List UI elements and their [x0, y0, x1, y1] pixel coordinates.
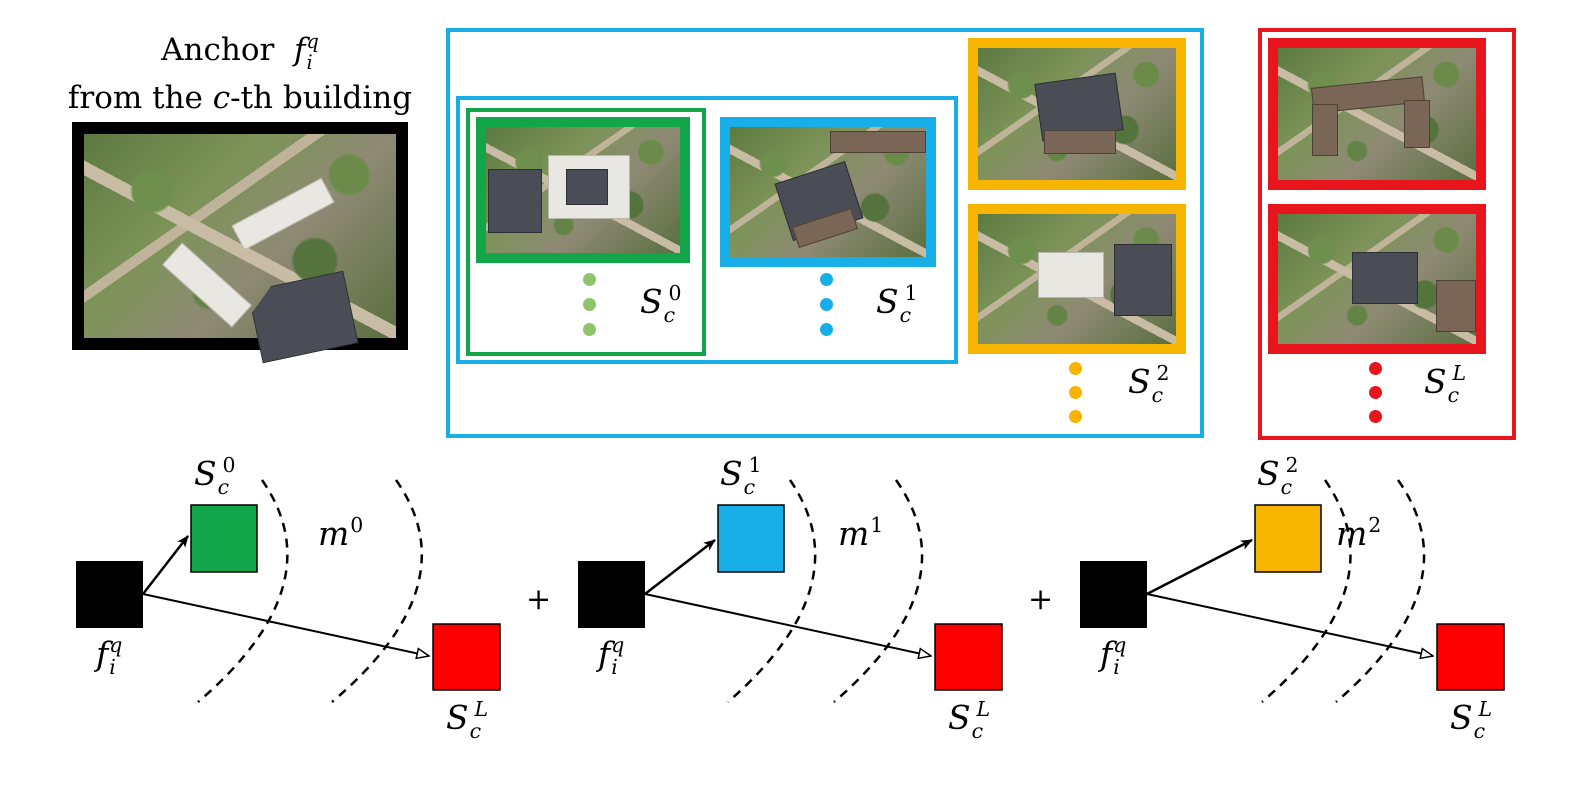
image-sL-b — [1268, 204, 1486, 354]
margin-arc-inner — [197, 479, 289, 703]
margin-arc-outer — [833, 479, 924, 703]
diagram-3 — [1080, 479, 1505, 703]
ellipsis-dot — [583, 323, 596, 336]
ellipsis-dot — [820, 298, 833, 311]
ellipsis-dot — [820, 273, 833, 286]
label-s0-bottom: Sc0 — [194, 452, 236, 500]
image-sL-a — [1268, 38, 1486, 190]
ellipsis-dot — [583, 273, 596, 286]
label-s0-top: Sc0 — [640, 280, 682, 328]
diagram-1 — [76, 479, 501, 703]
image-s2-b — [968, 204, 1186, 354]
arrow-to-positive — [142, 535, 189, 595]
arrow-to-positive — [644, 539, 716, 595]
margin-arc-outer — [1335, 479, 1426, 703]
image-s1 — [720, 117, 936, 267]
positive-square — [1254, 504, 1322, 573]
arrow-to-negative — [1146, 593, 1433, 656]
arrow-to-negative — [142, 593, 429, 656]
label-s2-top: Sc2 — [1128, 360, 1170, 408]
label-m2: m2 — [1336, 512, 1382, 553]
anchor-square — [578, 561, 645, 628]
label-sL-top: ScL — [1424, 360, 1467, 408]
negative-square — [934, 623, 1003, 691]
positive-square — [717, 504, 785, 573]
label-sL-bottom-3: ScL — [1450, 696, 1493, 744]
margin-arc-outer — [331, 479, 424, 703]
anchor-caption-line2: from the c-th building — [67, 80, 413, 116]
label-s2-bottom: Sc2 — [1257, 452, 1299, 500]
ellipsis-dot — [1069, 362, 1082, 375]
negative-square — [1436, 623, 1505, 691]
anchor-square — [76, 561, 143, 628]
ellipsis-dot — [583, 298, 596, 311]
anchor-caption: Anchor fiq from the c-th building — [40, 28, 440, 120]
margin-arc-inner — [1261, 479, 1352, 703]
label-sL-bottom-1: ScL — [446, 696, 489, 744]
negative-square — [432, 623, 501, 691]
anchor-feature: fiq — [294, 29, 319, 74]
image-s0 — [476, 117, 690, 263]
ellipsis-dot — [1369, 386, 1382, 399]
ellipsis-dot — [1069, 410, 1082, 423]
ellipsis-dot — [1069, 386, 1082, 399]
set-box-red — [1258, 28, 1516, 440]
anchor-image — [72, 122, 408, 350]
set-box-inner-blue — [456, 96, 958, 364]
diagram-2 — [578, 479, 1003, 703]
label-sL-bottom-2: ScL — [948, 696, 991, 744]
positive-square — [190, 504, 258, 573]
ellipsis-dot — [1369, 362, 1382, 375]
ellipsis-dot — [820, 323, 833, 336]
plus-sign: + — [1028, 582, 1054, 617]
margin-arc-inner — [727, 479, 817, 703]
ellipsis-dot — [1369, 410, 1382, 423]
label-anchor-3: fiq — [1100, 632, 1127, 680]
arrow-to-negative — [644, 593, 931, 656]
label-s1-top: Sc1 — [876, 280, 918, 328]
label-s1-bottom: Sc1 — [720, 452, 762, 500]
set-box-outer-blue — [446, 28, 1204, 438]
label-anchor-1: fiq — [96, 632, 123, 680]
plus-sign: + — [526, 582, 552, 617]
anchor-square — [1080, 561, 1147, 628]
set-box-green — [466, 108, 706, 356]
anchor-word: Anchor — [161, 32, 275, 68]
arrow-to-positive — [1146, 538, 1253, 596]
anchor-caption-line1: Anchor fiq — [40, 28, 440, 76]
label-m1: m1 — [838, 512, 884, 553]
label-m0: m0 — [318, 512, 364, 553]
label-anchor-2: fiq — [598, 632, 625, 680]
image-s2-a — [968, 38, 1186, 190]
